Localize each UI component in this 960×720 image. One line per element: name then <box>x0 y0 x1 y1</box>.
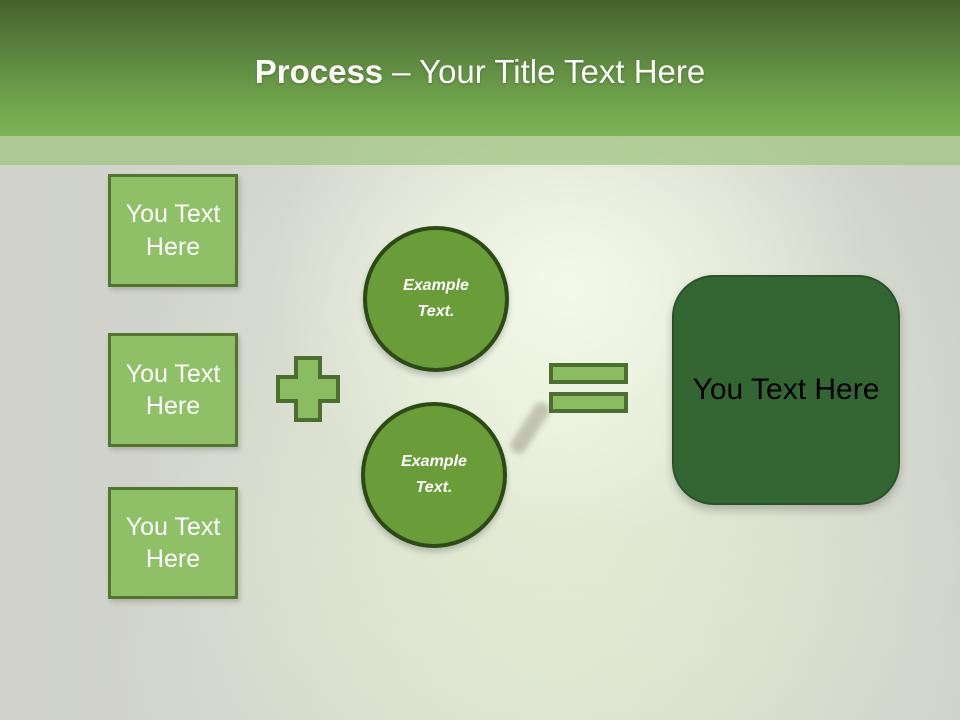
example-circle-1[interactable]: Example Text. <box>363 226 509 372</box>
example-circle-1-label: Example Text. <box>403 277 469 320</box>
placeholder-box-2[interactable]: You Text Here <box>108 333 238 447</box>
apple-stem-decoration <box>507 399 553 457</box>
placeholder-box-3-label: You Text Here <box>125 512 221 574</box>
page-title: Process– Your Title Text Here <box>0 52 960 92</box>
header-accent-band <box>0 136 960 165</box>
equals-sign-icon-top-bar <box>549 363 628 384</box>
title-subtitle: – Your Title Text Here <box>392 53 706 90</box>
result-box[interactable]: You Text Here <box>672 275 900 505</box>
slide-header: Process– Your Title Text Here <box>0 0 960 136</box>
plus-sign-icon <box>276 356 340 422</box>
example-circle-2-label: Example Text. <box>401 453 467 496</box>
placeholder-box-1-label: You Text Here <box>125 200 221 261</box>
example-circle-2[interactable]: Example Text. <box>361 402 507 548</box>
placeholder-box-3[interactable]: You Text Here <box>108 487 238 599</box>
title-keyword: Process <box>254 53 384 90</box>
placeholder-box-1[interactable]: You Text Here <box>108 174 238 287</box>
equals-sign-icon-bottom-bar <box>549 392 628 413</box>
placeholder-box-2-label: You Text Here <box>125 359 221 421</box>
result-box-label: You Text Here <box>692 373 880 406</box>
